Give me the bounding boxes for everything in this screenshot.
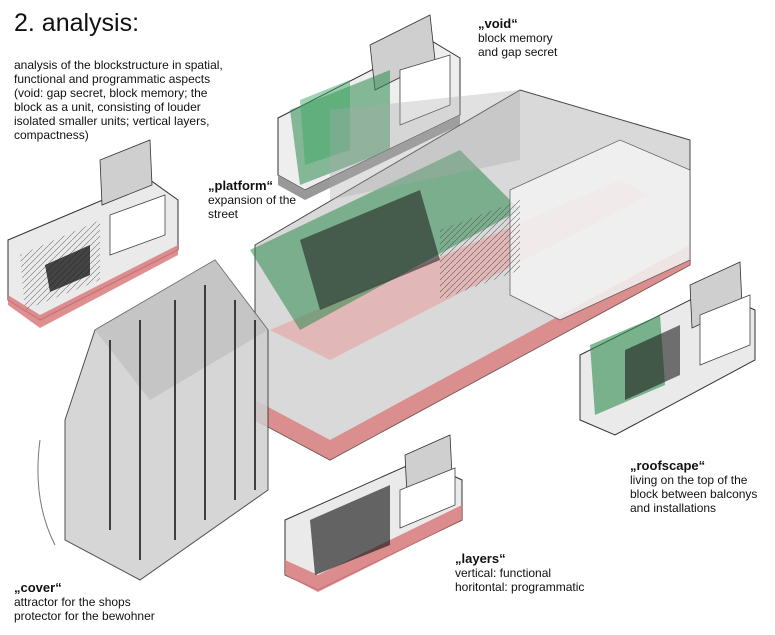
platform-line: street (208, 207, 239, 221)
void-line: and gap secret (478, 45, 558, 59)
roofscape-heading: „roofscape“ (630, 458, 706, 473)
void-heading: „void“ (478, 16, 518, 31)
platform-heading: „platform“ (208, 178, 273, 193)
main-block (250, 89, 691, 461)
layers-label: „layers“ vertical: functional horitontal… (455, 551, 584, 594)
cover-line: attractor for the shops (14, 595, 131, 609)
platform-block (7, 139, 179, 328)
cover-block (37, 259, 269, 581)
platform-label: „platform“ expansion of the street (208, 178, 296, 221)
cover-label: „cover“ attractor for the shops protecto… (14, 580, 155, 623)
intro-line: isolated smaller units; vertical layers, (14, 114, 210, 128)
roofscape-block (579, 261, 756, 436)
void-line: block memory (478, 31, 553, 45)
intro-line: compactness) (14, 128, 89, 142)
roofscape-label: „roofscape“ living on the top of the blo… (630, 458, 757, 515)
cover-heading: „cover“ (14, 580, 62, 595)
void-label: „void“ block memory and gap secret (478, 16, 557, 59)
roofscape-line: block between balconys (630, 487, 758, 501)
platform-line: expansion of the (208, 193, 297, 207)
intro-line: functional and programmatic aspects (14, 72, 211, 86)
intro-line: (void: gap secret, block memory; the (14, 86, 208, 100)
roofscape-line: and installations (630, 501, 717, 515)
layers-heading: „layers“ (455, 551, 506, 566)
layers-line: vertical: functional (455, 566, 552, 580)
intro-line: analysis of the blockstructure in spatia… (14, 58, 223, 72)
intro-line: block as a unit, consisting of louder (14, 100, 201, 114)
intro-text: analysis of the blockstructure in spatia… (14, 58, 264, 142)
roofscape-line: living on the top of the (630, 473, 748, 487)
layers-block (284, 434, 463, 592)
layers-line: horitontal: programmatic (455, 580, 585, 594)
void-block (277, 14, 461, 200)
cover-line: protector for the bewohner (14, 609, 155, 623)
page-title: 2. analysis: (14, 9, 140, 37)
